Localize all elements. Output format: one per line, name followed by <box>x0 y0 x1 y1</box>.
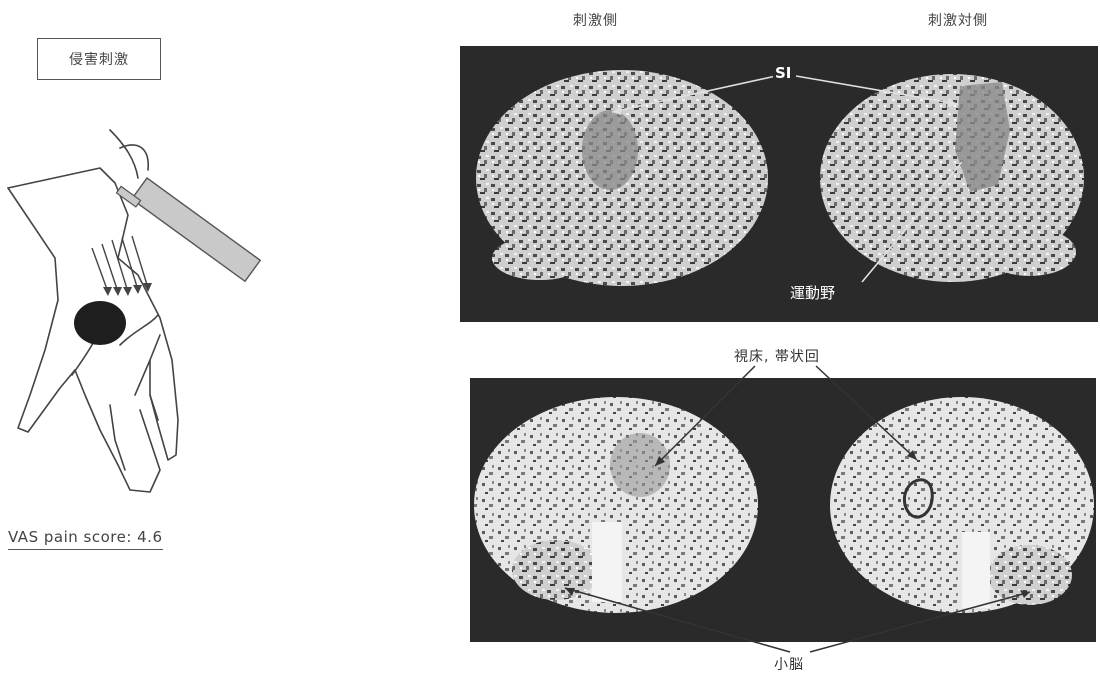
header-ipsilateral: 刺激側 <box>573 10 618 30</box>
header-contralateral: 刺激対側 <box>928 10 988 30</box>
label-si: SI <box>773 64 793 82</box>
label-cerebellum: 小脳 <box>774 654 804 674</box>
label-motor-cortex: 運動野 <box>787 282 838 303</box>
label-thalamus-cingulate: 視床, 帯状回 <box>734 346 820 366</box>
